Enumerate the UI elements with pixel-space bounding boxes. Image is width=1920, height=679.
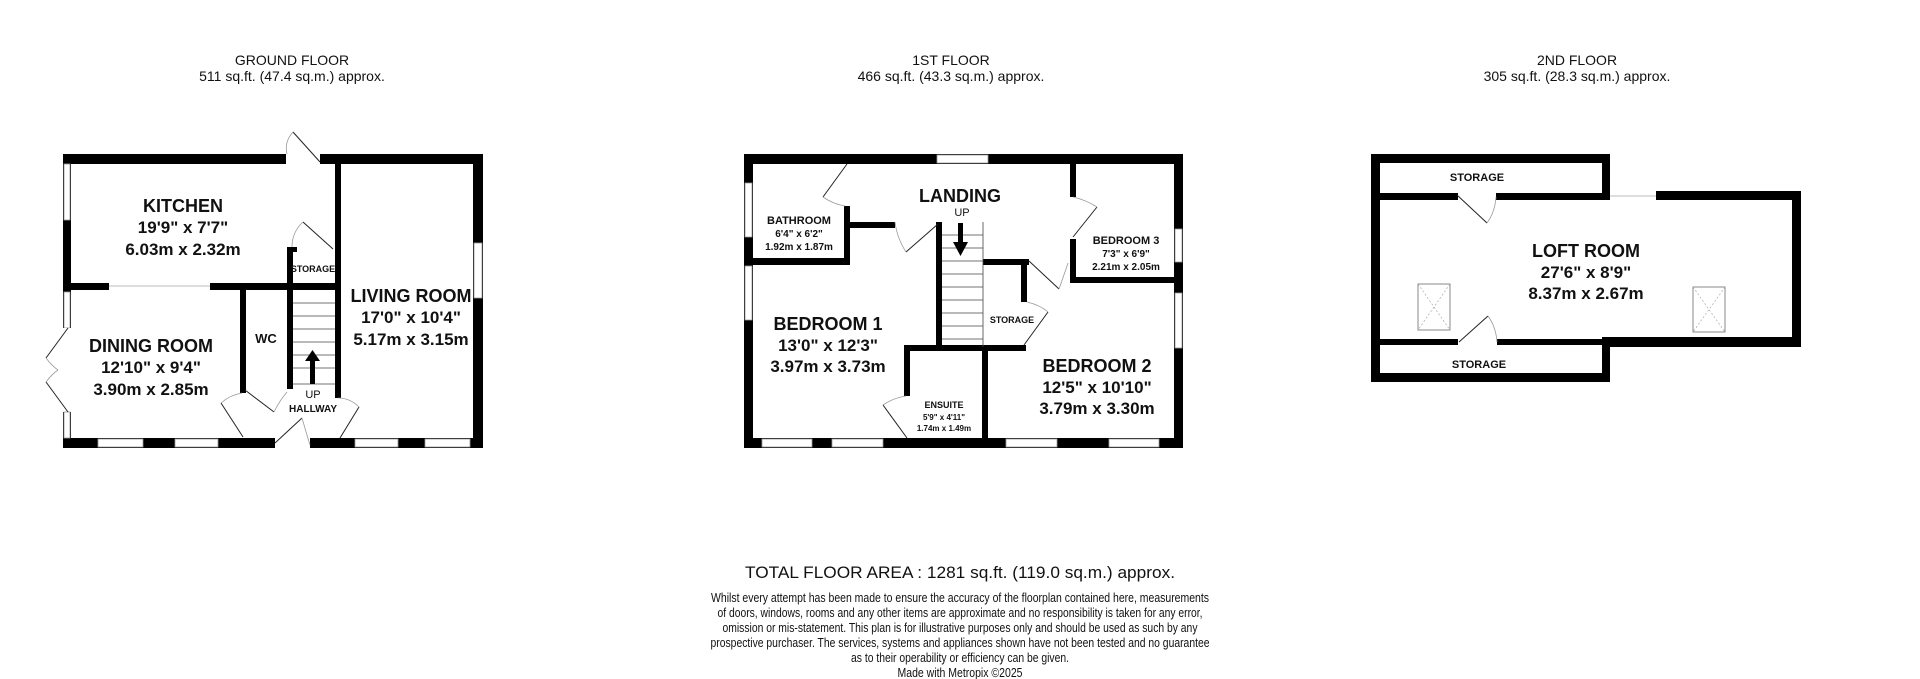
window <box>97 438 144 448</box>
ground-floor-area: 511 sq.ft. (47.4 sq.m.) approx. <box>199 68 385 84</box>
hallway-label: HALLWAY <box>289 404 337 415</box>
window <box>63 291 71 329</box>
skylight <box>1417 283 1451 331</box>
storage-label: STORAGE <box>291 264 335 274</box>
bedroom-3-imperial: 7'3" x 6'9" <box>1102 249 1150 260</box>
dining-room-imperial: 12'10" x 9'4" <box>101 358 201 377</box>
up-label: UP <box>954 207 969 219</box>
bedroom-2-label: BEDROOM 2 <box>1042 356 1151 376</box>
storage-top-label: STORAGE <box>1450 172 1504 184</box>
window <box>1174 228 1183 263</box>
staircase <box>942 222 984 347</box>
bedroom-1-label: BEDROOM 1 <box>773 314 882 334</box>
storage-bottom-label: STORAGE <box>1452 359 1506 371</box>
first-floor-title: 1ST FLOOR <box>912 52 990 68</box>
kitchen-label: KITCHEN <box>143 196 223 216</box>
living-room-imperial: 17'0" x 10'4" <box>361 308 461 327</box>
bathroom-imperial: 6'4" x 6'2" <box>775 229 823 240</box>
window <box>744 182 753 238</box>
disclaimer-line: omission or mis-statement. This plan is … <box>723 620 1198 635</box>
wc-label: WC <box>255 331 277 346</box>
skylight <box>1692 286 1726 333</box>
up-label: UP <box>305 389 320 401</box>
living-room-label: LIVING ROOM <box>351 286 472 306</box>
window <box>831 438 884 448</box>
landing-label: LANDING <box>919 186 1001 206</box>
doors <box>1456 194 1498 343</box>
disclaimer-line: prospective purchaser. The services, sys… <box>711 635 1210 650</box>
storage-label: STORAGE <box>990 315 1034 325</box>
disclaimer-line: of doors, windows, rooms and any other i… <box>718 605 1203 620</box>
ground-floor-title: GROUND FLOOR <box>235 52 349 68</box>
ensuite-imperial: 5'9" x 4'11" <box>923 413 965 422</box>
ground-floor-plan: KITCHEN 19'9" x 7'7" 6.03m x 2.32m LIVIN… <box>45 131 483 448</box>
window <box>174 438 219 448</box>
window <box>1174 292 1183 349</box>
window <box>473 242 483 299</box>
second-floor-title: 2ND FLOOR <box>1537 52 1617 68</box>
credit-line: Made with Metropix ©2025 <box>898 665 1023 679</box>
loft-room-metric: 8.37m x 2.67m <box>1528 284 1643 303</box>
window <box>63 411 71 439</box>
living-room-metric: 5.17m x 3.15m <box>353 330 468 349</box>
staircase <box>293 302 335 385</box>
window <box>424 438 471 448</box>
disclaimer-line: as to their operability or efficiency ca… <box>851 650 1069 665</box>
first-floor-area: 466 sq.ft. (43.3 sq.m.) approx. <box>858 68 1045 84</box>
bathroom-metric: 1.92m x 1.87m <box>765 242 833 253</box>
ensuite-metric: 1.74m x 1.49m <box>917 424 971 433</box>
bedroom-2-metric: 3.79m x 3.30m <box>1039 399 1154 418</box>
dining-room-metric: 3.90m x 2.85m <box>93 380 208 399</box>
doors <box>45 131 360 446</box>
window <box>63 163 71 221</box>
bedroom-1-imperial: 13'0" x 12'3" <box>778 336 878 355</box>
window <box>1108 438 1160 448</box>
bedroom-1-metric: 3.97m x 3.73m <box>770 357 885 376</box>
window <box>744 265 753 321</box>
bedroom-2-imperial: 12'5" x 10'10" <box>1042 378 1151 397</box>
bathroom-label: BATHROOM <box>767 215 831 227</box>
second-floor-plan: STORAGE STORAGE LOFT ROOM 27'6" x 8'9" 8… <box>1371 154 1801 382</box>
window <box>936 154 989 164</box>
disclaimer-line: Whilst every attempt has been made to en… <box>711 590 1209 605</box>
total-floor-area: TOTAL FLOOR AREA : 1281 sq.ft. (119.0 sq… <box>745 563 1175 582</box>
dining-room-label: DINING ROOM <box>89 336 213 356</box>
doors <box>822 163 1098 439</box>
arrow-down-icon <box>953 242 968 256</box>
ensuite-label: ENSUITE <box>924 400 963 410</box>
arrow-up-icon <box>305 350 320 361</box>
bedroom-3-label: BEDROOM 3 <box>1093 235 1160 247</box>
kitchen-metric: 6.03m x 2.32m <box>125 240 240 259</box>
first-floor-plan: LANDING UP BATHROOM 6'4" x 6'2" 1.92m x … <box>744 154 1183 448</box>
window <box>1005 438 1058 448</box>
second-floor-area: 305 sq.ft. (28.3 sq.m.) approx. <box>1484 68 1671 84</box>
loft-room-label: LOFT ROOM <box>1532 241 1640 261</box>
window <box>761 438 813 448</box>
kitchen-imperial: 19'9" x 7'7" <box>138 218 228 237</box>
bedroom-3-metric: 2.21m x 2.05m <box>1092 262 1160 273</box>
loft-room-imperial: 27'6" x 8'9" <box>1541 263 1631 282</box>
window <box>354 438 399 448</box>
